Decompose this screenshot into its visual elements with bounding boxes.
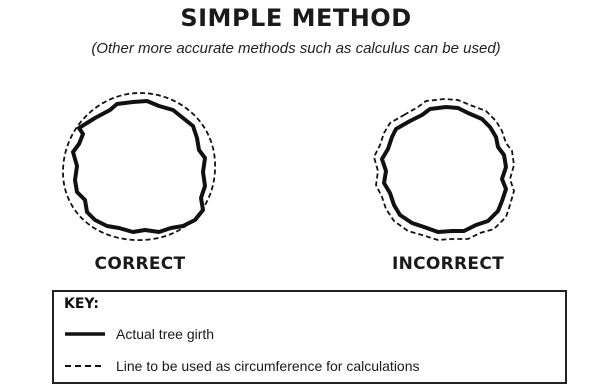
correct-label: CORRECT [94,254,186,274]
incorrect-figure [368,93,528,248]
incorrect-circumference-dashed-line [373,98,515,241]
correct-tree-girth-line [71,99,207,234]
key-title: KEY: [64,296,99,312]
correct-circumference-dashed-line [62,92,216,241]
incorrect-girth-drawing [373,98,515,241]
key-item-dashed-label: Line to be used as circumference for cal… [116,358,420,374]
diagram-title: SIMPLE METHOD [180,4,412,32]
key-item-solid-label: Actual tree girth [116,326,215,342]
dashed-line-swatch [65,365,105,367]
incorrect-label: INCORRECT [391,254,505,274]
key-item-solid: Actual tree girth [64,326,214,342]
correct-figure [55,88,225,248]
key-legend-box: KEY: Actual tree girth Line to be used a… [52,290,567,384]
incorrect-tree-girth-line [380,105,508,234]
solid-line-swatch [65,332,105,336]
diagram-subtitle: (Other more accurate methods such as cal… [91,40,501,57]
key-item-dashed: Line to be used as circumference for cal… [64,358,420,374]
correct-girth-drawing [62,92,216,241]
